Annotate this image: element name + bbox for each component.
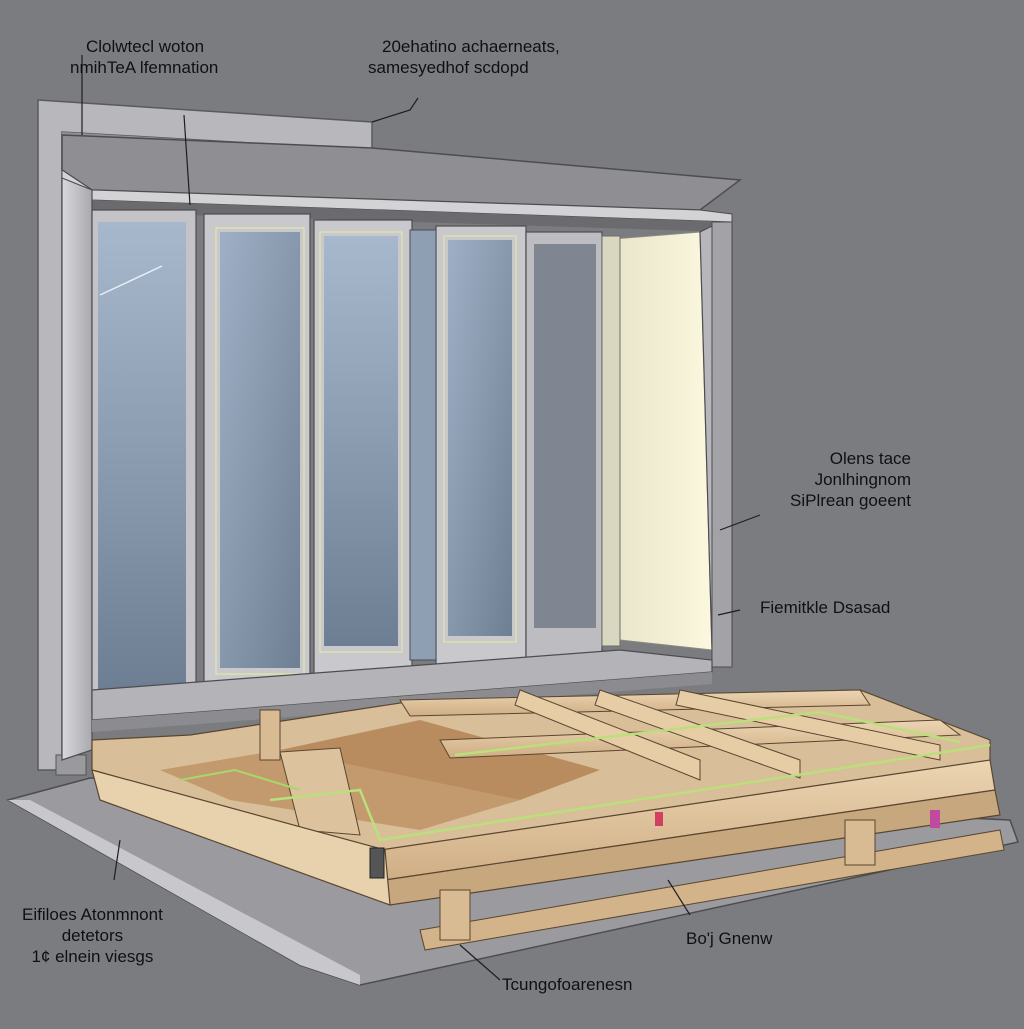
floor-structure <box>6 689 1019 986</box>
label-bottom-left-line-2: detetors <box>61 926 124 945</box>
label-top-left: Clolwtecl woton nmihTeA lfemnation <box>70 36 218 78</box>
window-head <box>61 134 743 232</box>
left-jamb <box>61 177 93 761</box>
label-right-upper-line-1: Olens tace <box>829 449 911 468</box>
label-top-center-line-1: 20ehatino achaerneats, <box>382 37 560 56</box>
label-bottom-left-line-3: 1¢ elnein viesgs <box>31 947 154 966</box>
label-bottom-right: Bo'j Gnenw <box>686 929 773 948</box>
label-bottom-center: Tcungofoarenesn <box>502 975 633 994</box>
label-top-center-line-2: samesyedhof scdopd <box>368 58 529 77</box>
label-top-left-line-2: nmihTeA lfemnation <box>70 58 219 77</box>
label-right-middle: Fiemitkle Dsasad <box>760 598 891 617</box>
window-panes <box>91 209 713 732</box>
leader-lines <box>81 55 761 981</box>
label-right-upper: Olens tace Jonlhingnom SiPlrean goeent <box>790 448 911 511</box>
label-top-center: 20ehatino achaerneats, samesyedhof scdop… <box>368 36 560 78</box>
label-right-upper-line-3: SiPlrean goeent <box>790 491 911 510</box>
label-top-left-line-1: Clolwtecl woton <box>86 37 205 56</box>
label-right-upper-line-2: Jonlhingnom <box>814 470 911 489</box>
label-bottom-left-line-1: Eifiloes Atonmnont <box>22 905 163 924</box>
label-bottom-left: Eifiloes Atonmnont detetors 1¢ elnein vi… <box>22 904 163 967</box>
